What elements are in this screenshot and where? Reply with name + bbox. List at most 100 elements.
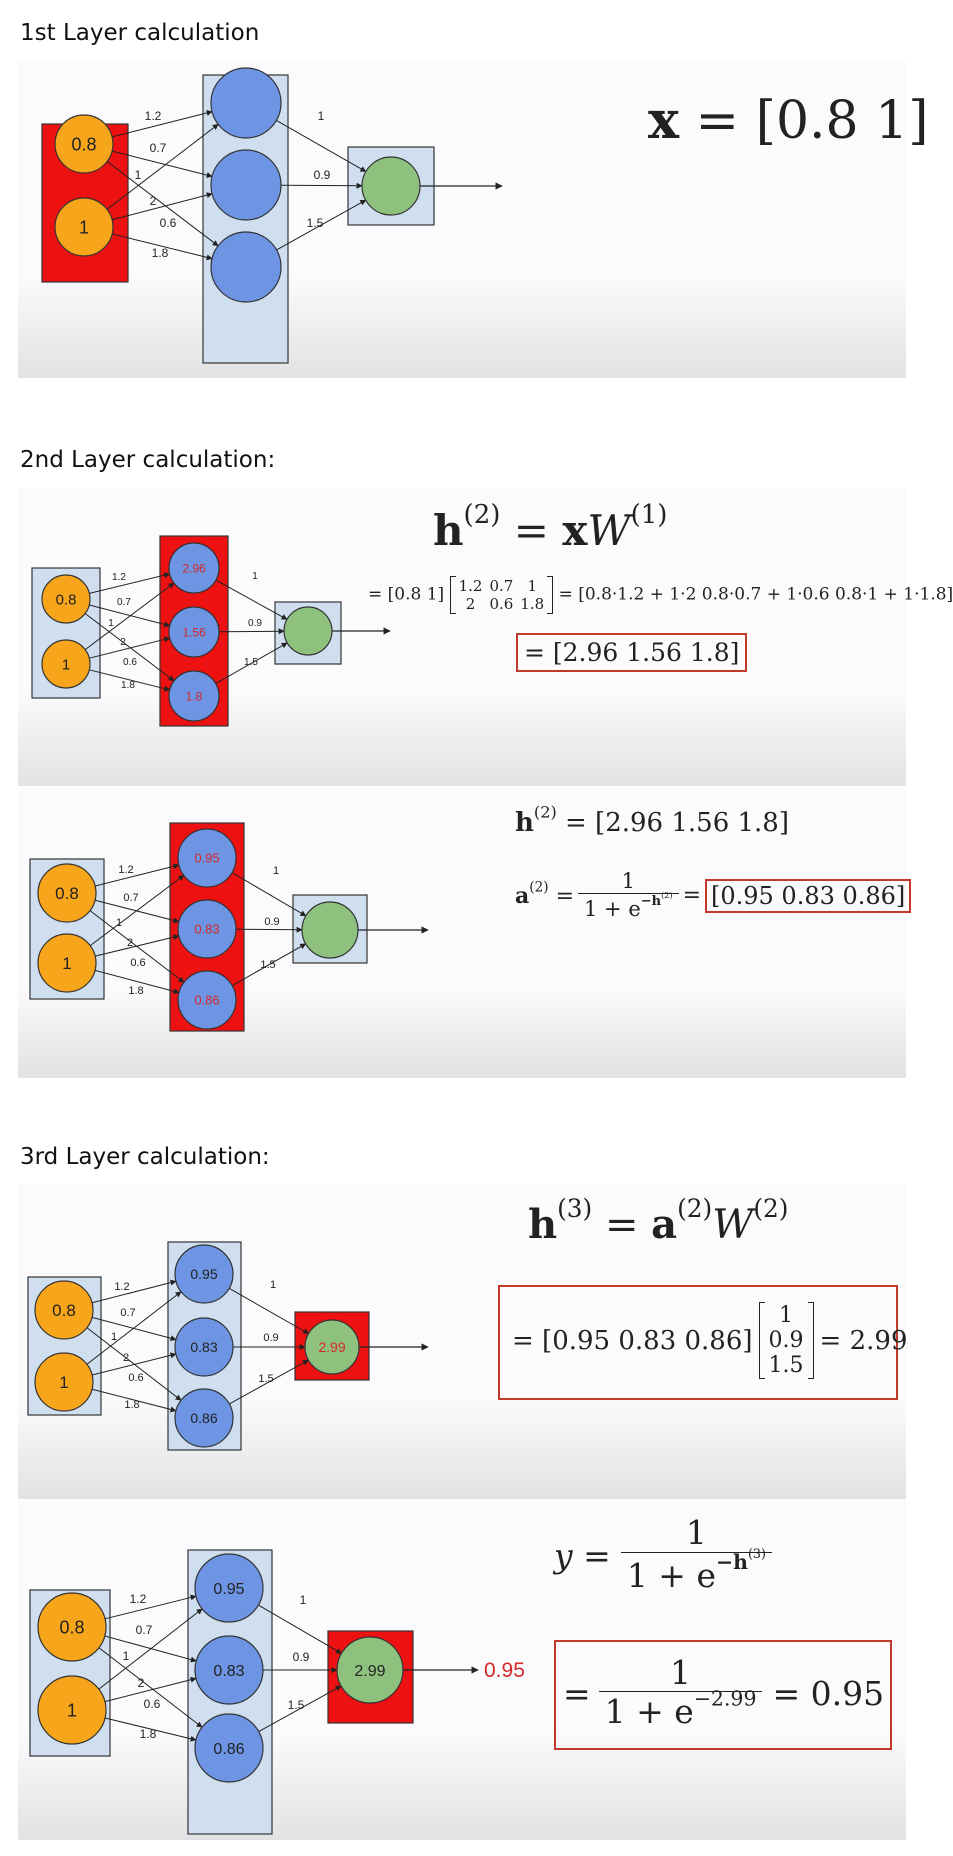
heading-first-layer: 1st Layer calculation	[20, 20, 260, 46]
weight-label: 2	[123, 1352, 129, 1364]
hidden-node-value: 0.86	[194, 993, 219, 1008]
hidden-node	[210, 231, 282, 303]
heading-second-layer: 2nd Layer calculation:	[20, 447, 276, 473]
weight-label: 0.9	[314, 168, 331, 182]
hidden-node-value: 0.83	[190, 1339, 217, 1355]
weight-edge-layer1	[98, 1647, 203, 1728]
weight-edge-layer2	[215, 579, 288, 620]
weight-edge-layer1	[86, 1291, 182, 1365]
weight-edge-layer1	[84, 613, 175, 682]
weight-edge-layer1	[106, 123, 219, 210]
input-node	[37, 1592, 107, 1662]
weight-edge-layer2	[229, 1359, 309, 1405]
hidden-node-value: 2.96	[182, 561, 206, 575]
input-node	[54, 114, 114, 174]
input-node	[34, 1280, 94, 1340]
weight-edge-layer1	[111, 150, 213, 178]
weight-label: 0.7	[136, 1623, 153, 1637]
weight-label: 0.9	[248, 618, 262, 629]
input-node-value: 0.8	[55, 884, 79, 903]
weight-label: 0.7	[150, 141, 167, 155]
output-sigmoid-equation: y = 1 1 + e−h(3)	[554, 1515, 776, 1594]
input-node	[41, 639, 91, 689]
weight-edge-layer1	[89, 572, 171, 594]
hidden-node-value: 0.83	[194, 922, 219, 937]
weight-label: 1.5	[307, 216, 324, 230]
weight-label: 1.5	[258, 1373, 273, 1385]
h2-value-line: h(2) = [2.96 1.56 1.8]	[515, 802, 789, 838]
weight-label: 2	[150, 194, 157, 208]
weight-label: 0.6	[123, 657, 137, 668]
weight-edge-layer1	[106, 161, 219, 247]
input-node	[41, 574, 91, 624]
input-node-value: 1	[67, 1700, 77, 1720]
weight-label: 1	[273, 865, 279, 877]
weight-label: 1.2	[112, 572, 126, 583]
hidden-node-value: 0.95	[190, 1266, 217, 1282]
weight-edge-layer1	[111, 110, 213, 138]
weight-label: 1	[318, 109, 325, 123]
weight-edge-layer1	[98, 1608, 203, 1690]
weight-label: 1.5	[244, 657, 258, 668]
weight-label: 1	[108, 618, 114, 629]
output-label: 0.95	[484, 1659, 525, 1682]
weight-edge-layer1	[95, 863, 180, 887]
hidden-node-value: 0.86	[213, 1741, 244, 1758]
final-calculation: = 1 1 + e−2.99 = 0.95	[563, 1652, 885, 1732]
hidden-node	[194, 1553, 264, 1623]
hidden-node	[174, 1317, 234, 1377]
hidden-node	[174, 1388, 234, 1448]
hidden-node	[168, 542, 220, 594]
input-node	[37, 933, 97, 993]
hidden-node	[177, 970, 237, 1030]
input-node-value: 1	[79, 217, 89, 237]
weight-edge-layer1	[84, 582, 175, 651]
weight-edge-layer1	[92, 1352, 177, 1376]
weight-label: 1.8	[140, 1727, 157, 1741]
input-node	[37, 863, 97, 923]
weight-label: 0.6	[130, 957, 145, 969]
output-weighted-sum-equation: h(3) = a(2)W(2)	[528, 1193, 789, 1248]
weight-label: 0.9	[263, 1332, 278, 1344]
weight-edge-layer2	[258, 1685, 342, 1732]
heading-third-layer: 3rd Layer calculation:	[20, 1144, 270, 1170]
hidden-node	[210, 149, 282, 221]
input-node-value: 0.8	[56, 591, 77, 608]
hidden-node	[177, 899, 237, 959]
weight-edge-layer1	[89, 669, 171, 692]
weight-edge-layer1	[91, 1279, 177, 1304]
output-calculation: = [0.95 0.83 0.86] 1 0.9 1.5 = 2.99	[512, 1301, 908, 1380]
input-node	[54, 197, 114, 257]
output-node	[283, 606, 333, 656]
output-node	[301, 901, 359, 959]
hidden-node-value: 0.86	[190, 1410, 217, 1426]
weight-edge-layer2	[218, 628, 285, 635]
hidden-node-value: 0.83	[213, 1663, 244, 1680]
weight-label: 0.6	[160, 216, 177, 230]
weight-label: 2	[127, 937, 133, 949]
weight-label: 1.8	[152, 246, 169, 260]
activation-result: [0.95 0.83 0.86]	[705, 878, 912, 913]
network-diagram-5: 1.20.7120.61.810.91.50.950.810.950.830.8…	[29, 1549, 525, 1835]
weight-label: 1.8	[124, 1399, 139, 1411]
weight-edge-layer1	[95, 934, 180, 957]
weight-label: 1	[123, 1649, 130, 1663]
weight-label: 2	[138, 1676, 145, 1690]
weight-edge-layer2	[258, 1604, 342, 1654]
weight-label: 1	[116, 917, 122, 929]
output-node	[336, 1636, 404, 1704]
weight-edge-layer1	[94, 969, 180, 995]
weight-label: 1.8	[121, 680, 135, 691]
input-node-value: 0.8	[71, 134, 96, 154]
input-node	[34, 1352, 94, 1412]
input-node-value: 0.8	[52, 1301, 76, 1320]
weight-label: 1.5	[260, 959, 275, 971]
network-diagram-4: 1.20.7120.61.810.91.50.810.950.830.862.9…	[27, 1241, 429, 1451]
